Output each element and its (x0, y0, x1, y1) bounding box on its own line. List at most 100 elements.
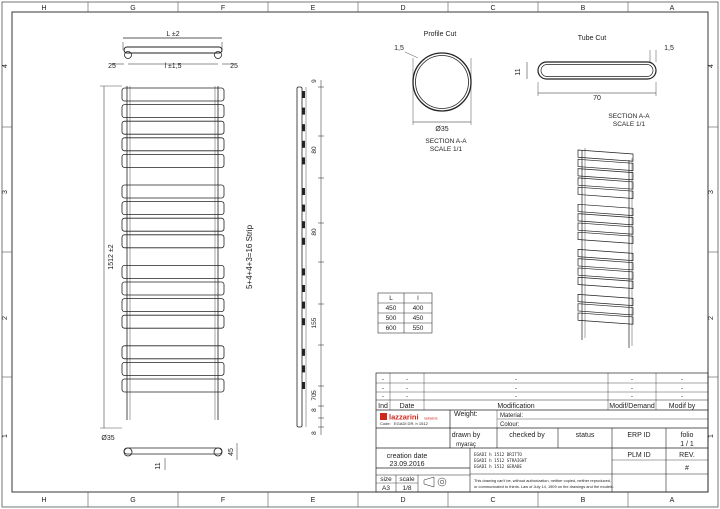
radiator-slat (121, 201, 225, 216)
side-slat-tick (302, 107, 305, 115)
isometric-slat (577, 231, 634, 244)
size-table-cell: 450 (413, 315, 424, 322)
side-dim: 80 (311, 146, 318, 154)
size-label: size (380, 476, 392, 483)
side-dims: 9 80 80 155 70 8 8 5 (311, 79, 318, 435)
row-label-left: 1 (2, 434, 9, 438)
dim-left-offset: 25 (108, 63, 116, 70)
side-dim: 155 (311, 317, 318, 328)
notice-line: This drawing can't be, without authoriza… (474, 478, 611, 483)
radiator-slat (121, 234, 225, 249)
drawn-by-label: drawn by (452, 432, 481, 439)
col-label-bottom: F (221, 497, 225, 504)
side-slat-tick (302, 124, 305, 132)
rev-label: REV. (679, 452, 695, 459)
description-line: EGADI h 1512 GERADE (474, 464, 522, 469)
row-label-right: 1 (708, 434, 715, 438)
revision-rows: - - - - - - - - - - - - - - - (382, 376, 683, 400)
row-label-right: 3 (708, 190, 715, 194)
radiator-slat (121, 298, 225, 313)
rev-cell: - (681, 376, 683, 383)
top-view (112, 37, 234, 65)
weight-label: Weight: (454, 411, 478, 418)
svg-text:lazzarini: lazzarini (389, 413, 419, 422)
side-slat-tick (302, 221, 305, 229)
col-label-bottom: B (581, 497, 586, 504)
profile-scale-label: SCALE 1/1 (430, 146, 463, 153)
isometric-slat (577, 158, 634, 171)
row-label-right: 4 (708, 64, 715, 68)
erp-id-label: ERP ID (627, 432, 650, 439)
size-table-cell: 450 (386, 305, 397, 312)
rev-value: # (685, 465, 689, 472)
rev-cell: - (631, 393, 633, 400)
modif-demand-header: Modif/Demand (609, 403, 655, 410)
date-header: Date (400, 403, 415, 410)
isometric-slat (577, 186, 634, 199)
front-view (100, 85, 219, 429)
col-label-top: F (221, 5, 225, 12)
col-label-top: D (400, 5, 405, 12)
rev-cell: - (382, 393, 384, 400)
side-slat-tick (302, 237, 305, 245)
radiator-slat (121, 184, 225, 199)
modif-by-header: Modif by (669, 403, 696, 410)
lazzarini-logo: lazzarini radiators (380, 413, 438, 422)
title-block (375, 372, 709, 493)
colour-label: Colour: (500, 422, 520, 428)
isometric-slat (577, 303, 634, 316)
radiator-slat (121, 378, 225, 393)
side-slat-tick (302, 204, 305, 212)
side-slat-tick (302, 382, 305, 389)
dim-L: L ±2 (166, 31, 179, 38)
rev-cell: - (406, 393, 408, 400)
side-dim: 70 (311, 393, 318, 401)
side-dim: 80 (311, 228, 318, 236)
side-dim: 9 (311, 79, 318, 83)
side-slat-tick (302, 348, 305, 356)
isometric-slat (577, 248, 634, 262)
size-value: A3 (382, 485, 390, 492)
dim-bottom-offset: 11 (155, 462, 162, 469)
isometric-slat (577, 149, 634, 162)
rev-cell: - (681, 385, 683, 392)
side-dim: 5 (311, 390, 318, 394)
col-label-bottom: A (670, 497, 675, 504)
side-slat-tick (302, 285, 305, 292)
col-label-top: B (581, 5, 586, 12)
rev-cell: - (631, 376, 633, 383)
plm-id-label: PLM ID (627, 452, 650, 459)
side-slat-tick (302, 140, 305, 148)
row-label-left: 3 (2, 190, 9, 194)
scale-label: scale (399, 476, 415, 483)
folio-label: folio (681, 432, 694, 439)
creation-date-label: creation date (387, 453, 428, 460)
size-table-cell: 400 (413, 305, 424, 312)
folio-value: 1 / 1 (680, 441, 694, 448)
code-value: EGADI DR. h 1512 (394, 421, 429, 426)
col-label-bottom: D (400, 497, 405, 504)
dim-right-offset: 25 (230, 63, 238, 70)
code-label: Code: (380, 421, 391, 426)
profile-diameter: Ø35 (435, 126, 448, 133)
profile-cut-title: Profile Cut (424, 31, 457, 38)
profile-cut-drawing (404, 51, 472, 125)
isometric-slat (577, 258, 634, 271)
side-view (296, 80, 322, 435)
radiator-slat (121, 264, 225, 279)
row-label-right: 2 (708, 316, 715, 320)
creation-date-value: 23.09.2016 (389, 461, 424, 468)
side-slat-tick (302, 268, 305, 276)
front-view-bottom (123, 443, 238, 470)
col-label-bottom: C (490, 497, 495, 504)
col-label-bottom: G (130, 497, 135, 504)
inner-frame (11, 11, 709, 493)
svg-text:radiators: radiators (424, 417, 438, 421)
rev-cell: - (515, 393, 517, 400)
side-slat-tick (302, 301, 305, 309)
rev-cell: - (515, 376, 517, 383)
notice-line: or communicated to thirds. Law of July 1… (474, 484, 614, 489)
isometric-slat (577, 177, 634, 190)
rev-cell: - (631, 385, 633, 392)
